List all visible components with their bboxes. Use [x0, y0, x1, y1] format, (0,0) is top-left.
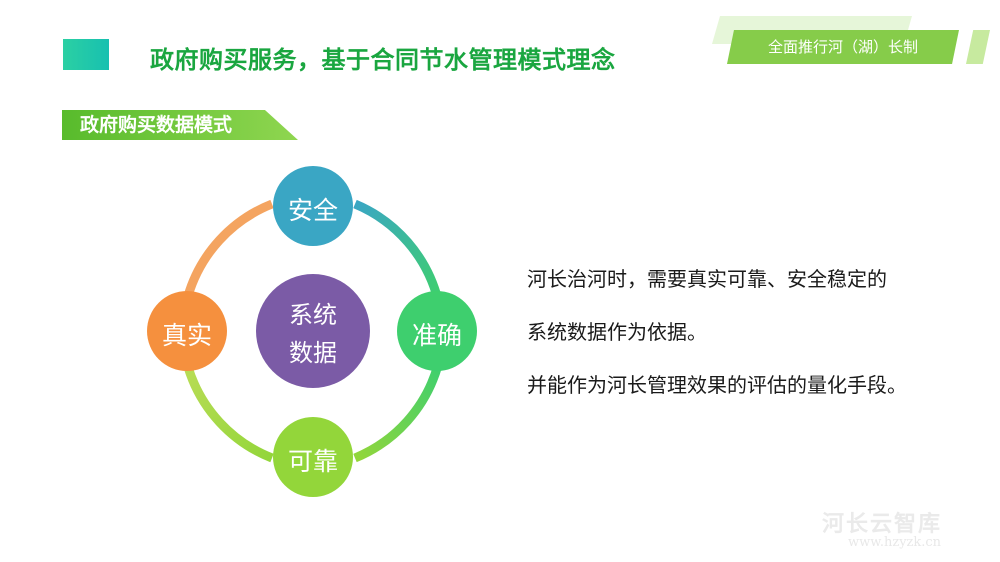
- description-line-3: 并能作为河长管理效果的评估的量化手段。: [527, 373, 907, 397]
- description-line-1: 河长治河时，需要真实可靠、安全稳定的: [527, 267, 887, 291]
- center-label: 系统 数据: [260, 296, 366, 372]
- center-label-line2: 数据: [289, 339, 337, 367]
- node-top-circle: [273, 166, 353, 246]
- page-title: 政府购买服务，基于合同节水管理模式理念: [150, 46, 616, 74]
- header-banner: 全面推行河（湖）长制: [727, 30, 959, 64]
- arc-bottom-left: [183, 365, 274, 463]
- node-right-circle: [397, 291, 477, 371]
- center-circle: [256, 274, 370, 388]
- node-right-label: 准确: [411, 321, 462, 350]
- arc-top-right: [353, 199, 443, 302]
- node-bottom-circle: [273, 417, 353, 497]
- arc-bottom-right: [353, 363, 443, 463]
- node-top-label: 安全: [287, 196, 338, 225]
- watermark-logo-text: 河长云智库: [822, 512, 943, 537]
- section-label: 政府购买数据模式: [62, 110, 298, 140]
- watermark-url: www.hzyzk.cn: [848, 535, 942, 550]
- node-left-circle: [147, 291, 227, 371]
- center-label-line1: 系统: [289, 301, 337, 329]
- description-line-2: 系统数据作为依据。: [527, 320, 707, 344]
- node-bottom-label: 可靠: [287, 447, 338, 476]
- arc-top-left: [183, 199, 274, 298]
- title-accent-block: [63, 39, 109, 70]
- node-left-label: 真实: [161, 321, 212, 350]
